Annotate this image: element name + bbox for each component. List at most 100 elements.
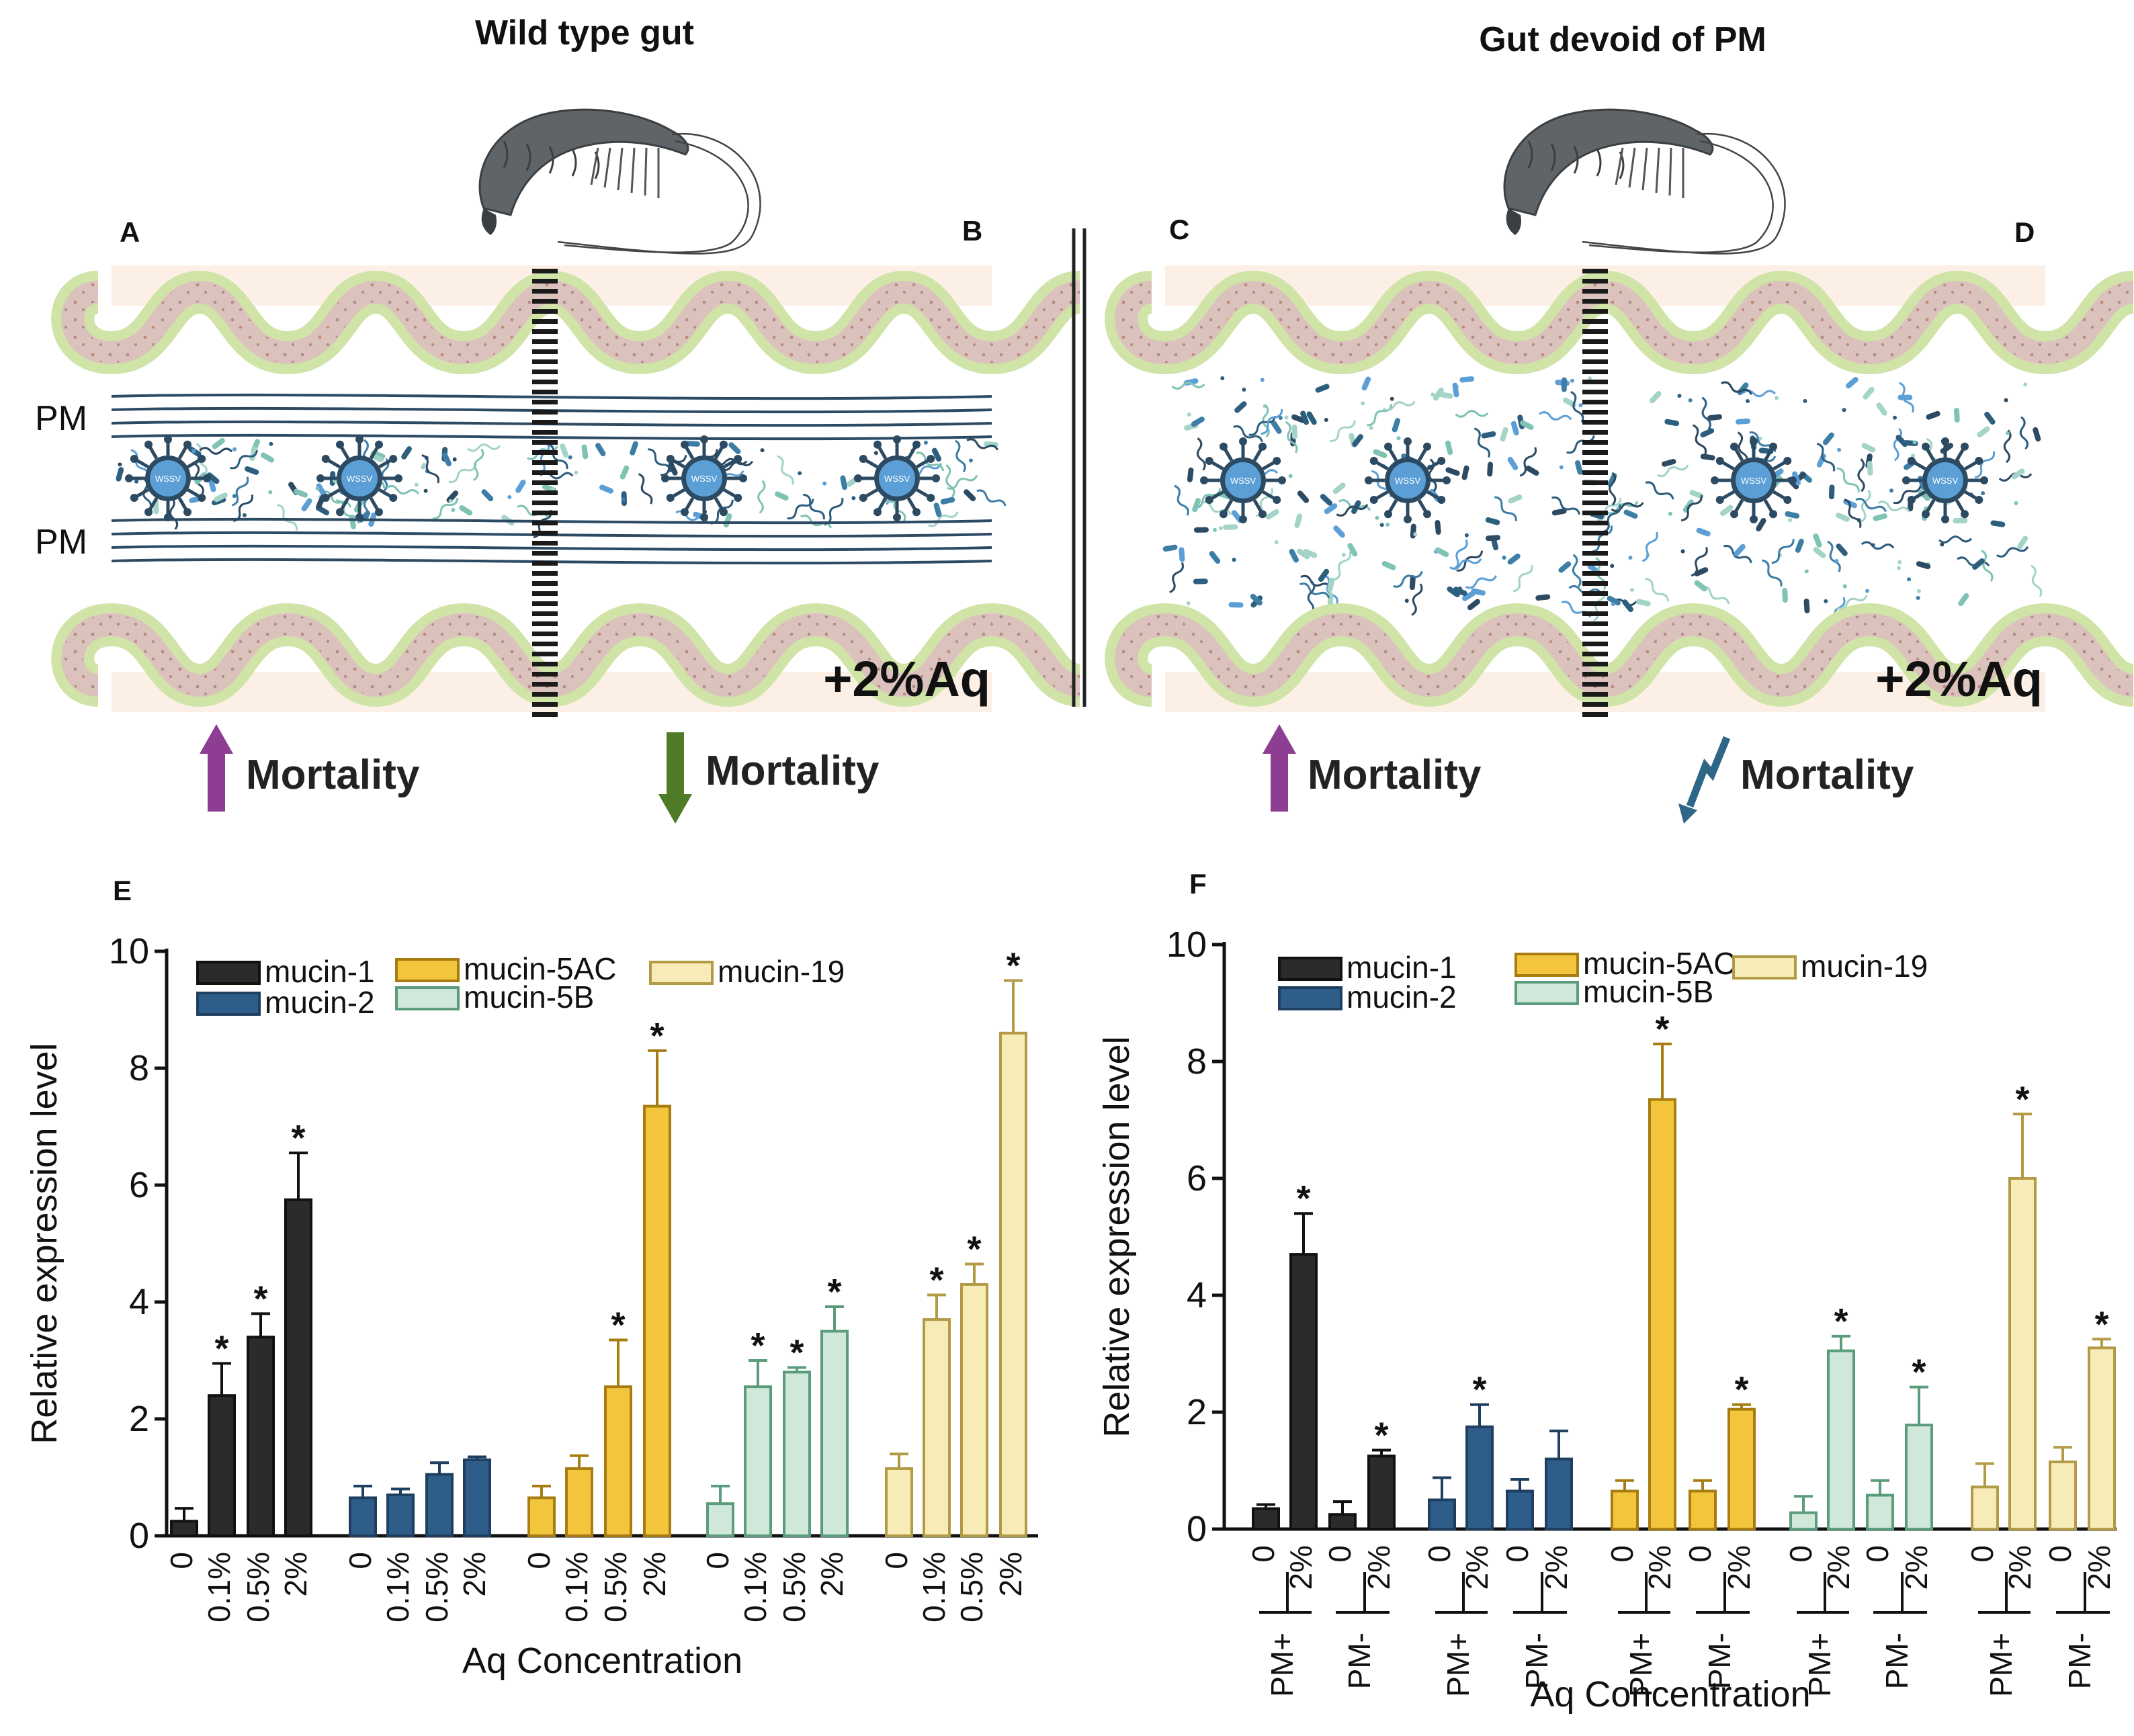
spirochete xyxy=(1512,564,1533,593)
microbe-dot xyxy=(448,498,453,503)
significance-asterisk: * xyxy=(2015,1079,2029,1119)
microbe-dot xyxy=(1218,526,1223,531)
virus-spike-tip xyxy=(183,440,191,449)
x-tick-label: 2% xyxy=(637,1552,672,1596)
hatch-stripe xyxy=(532,531,558,535)
shrimp-leg xyxy=(630,147,636,193)
spirochete xyxy=(1169,562,1184,593)
hatch-stripe xyxy=(1582,551,1608,556)
bacterium xyxy=(1191,417,1205,427)
hatch-stripe xyxy=(532,269,558,273)
virus-spike-tip xyxy=(130,494,138,502)
bacterium xyxy=(1803,598,1810,613)
bacterium xyxy=(1409,575,1416,591)
bar xyxy=(349,1496,377,1537)
microbe-dot xyxy=(2014,501,2018,506)
bacterium xyxy=(774,491,789,501)
mortality-increase-arrow-icon xyxy=(1263,724,1296,812)
shrimp-leg xyxy=(1668,147,1672,196)
virus-spike-tip xyxy=(873,440,882,449)
hatch-stripe xyxy=(1582,662,1608,666)
spirochete xyxy=(2019,416,2029,450)
shrimp-segment xyxy=(1527,140,1533,169)
microbe-dot xyxy=(134,479,139,484)
microbe-dot xyxy=(1897,566,1902,570)
bacterium xyxy=(1561,377,1567,392)
virus-spike-tip xyxy=(1922,442,1930,451)
spirochete xyxy=(916,451,945,472)
microbe-dot xyxy=(1464,533,1469,537)
hatch-stripe xyxy=(1582,410,1608,415)
microbe-dot xyxy=(1278,415,1283,420)
spirochete xyxy=(660,455,687,476)
microbe-dot xyxy=(1803,398,1807,403)
spirochete xyxy=(1248,415,1277,436)
significance-asterisk: * xyxy=(827,1272,841,1312)
shrimp-antenna xyxy=(564,140,749,253)
bar xyxy=(1727,1407,1756,1530)
bar xyxy=(643,1104,671,1538)
spirochete xyxy=(1737,431,1748,465)
bar xyxy=(1289,1253,1318,1530)
microbe-dot xyxy=(1611,602,1615,607)
peritrophic-membrane-line xyxy=(111,393,992,400)
spirochete xyxy=(1816,443,1836,472)
x-tick-label: 0.1% xyxy=(380,1552,415,1622)
x-axis-label: Aq Concentration xyxy=(1530,1674,1810,1715)
virus-core xyxy=(1927,462,1963,498)
spirochete xyxy=(1996,546,2029,558)
bar xyxy=(1866,1493,1894,1531)
legend-swatch xyxy=(1278,957,1342,981)
bacterium xyxy=(1861,443,1876,453)
legend-label: mucin-5AC xyxy=(464,951,617,986)
bacterium xyxy=(581,444,589,460)
spirochete xyxy=(1323,574,1338,605)
hatch-stripe xyxy=(1582,470,1608,475)
bacterium xyxy=(1435,547,1449,558)
microbe-dot xyxy=(1284,415,1289,420)
bacterium xyxy=(1332,482,1346,494)
virus-spike-tip xyxy=(1980,476,1988,484)
hatch-stripe xyxy=(532,490,558,495)
legend-swatch xyxy=(196,961,261,985)
significance-asterisk: * xyxy=(214,1328,228,1369)
bacterium xyxy=(560,443,569,458)
spirochete xyxy=(1262,404,1270,438)
virus-spike-tip xyxy=(1941,437,1949,445)
significance-asterisk: * xyxy=(1912,1352,1926,1393)
spirochete xyxy=(231,476,249,507)
spirochete xyxy=(1539,411,1572,421)
microbe-dot xyxy=(851,496,856,501)
x-tick-label: 2% xyxy=(278,1552,313,1596)
virus-spike-tip xyxy=(893,435,901,443)
microbe-dot xyxy=(1610,564,1615,568)
spirochete xyxy=(230,449,259,470)
virus-spike-tip xyxy=(1730,442,1738,451)
group-label: PM+ xyxy=(1441,1633,1476,1697)
bar xyxy=(386,1493,415,1538)
hatch-stripe xyxy=(532,410,558,415)
y-tick-label: 4 xyxy=(129,1282,149,1322)
significance-asterisk: * xyxy=(1296,1178,1310,1219)
x-tick-label: 0 xyxy=(2043,1545,2078,1563)
hatch-stripe xyxy=(532,390,558,394)
peritrophic-membrane-line xyxy=(111,558,992,565)
hatch-stripe xyxy=(532,581,558,586)
spirochete xyxy=(1611,502,1644,513)
group-label: PM- xyxy=(1519,1633,1554,1689)
microbe-dot xyxy=(268,490,273,494)
bacterium xyxy=(208,477,216,492)
virus-spike-tip xyxy=(144,508,153,517)
bacterium xyxy=(1535,594,1551,601)
virus-spike-tip xyxy=(389,494,398,502)
spirochete xyxy=(1893,427,1902,462)
y-tick-label: 0 xyxy=(1187,1509,1207,1549)
virus-spike-tip xyxy=(130,455,138,463)
microbe-dot xyxy=(873,451,878,455)
y-tick-label: 10 xyxy=(1166,924,1207,965)
bacterium xyxy=(1228,602,1244,608)
legend-label: mucin-1 xyxy=(265,954,375,989)
bacterium xyxy=(1510,421,1519,436)
